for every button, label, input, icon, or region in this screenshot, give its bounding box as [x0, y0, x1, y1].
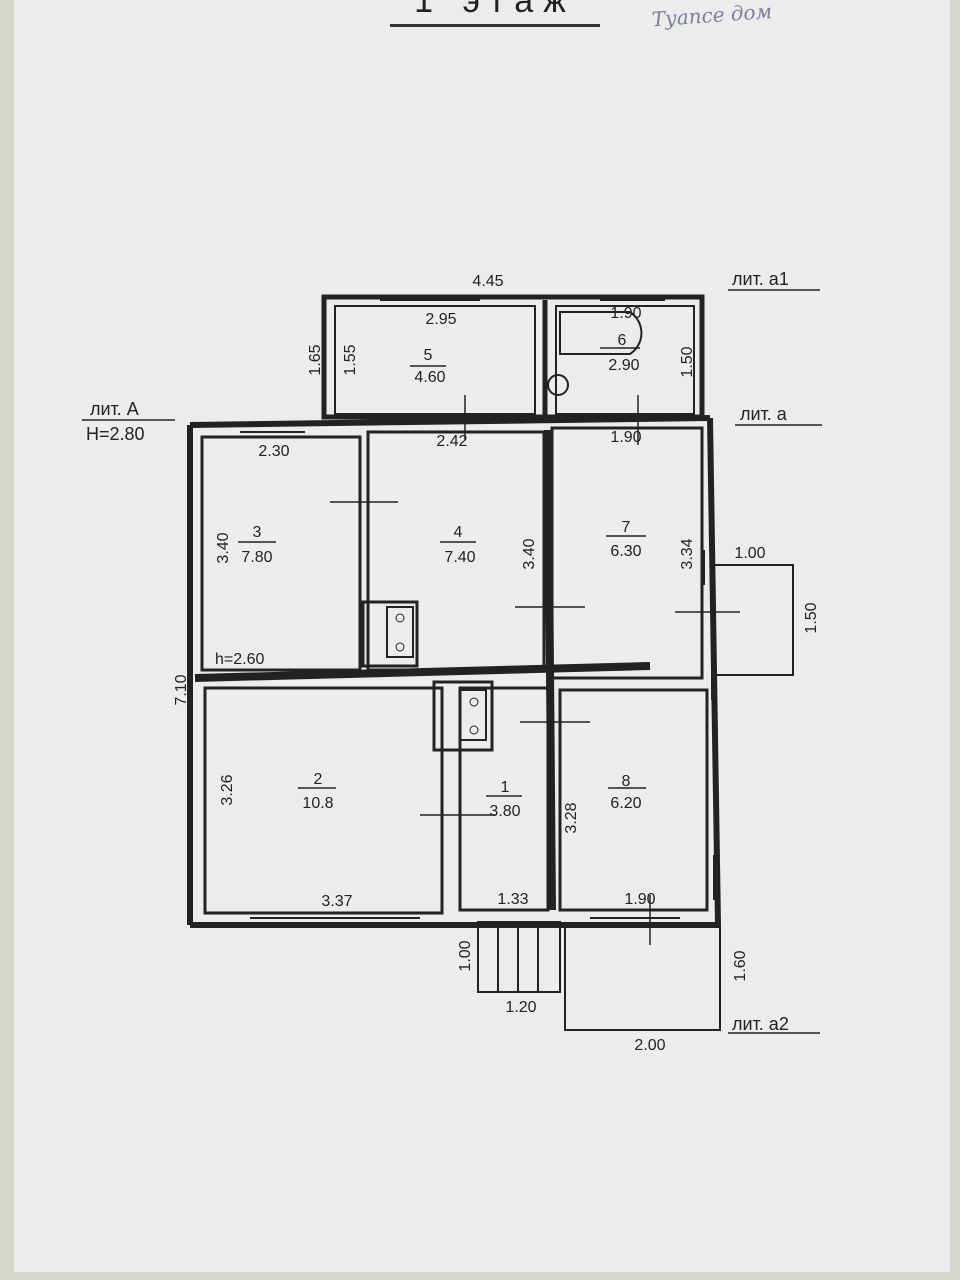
- dim-1-50-right: 1.50: [803, 602, 820, 633]
- room-4-area: 7.40: [444, 549, 475, 566]
- dim-3-40-mid: 3.40: [521, 538, 538, 569]
- room-3-number: 3: [253, 524, 262, 541]
- dim-3-34: 3.34: [679, 538, 696, 569]
- annex-a1: [321, 294, 705, 420]
- terrace-a2: [564, 925, 721, 1031]
- dim-1-65: 1.65: [307, 344, 324, 375]
- title-underline: [390, 24, 600, 27]
- room-6-area: 2.90: [608, 357, 639, 374]
- dim-2-42: 2.42: [436, 433, 467, 450]
- room-8-area: 6.20: [610, 795, 641, 812]
- room-2-area: 10.8: [302, 795, 333, 812]
- dim-1-60: 1.60: [732, 950, 749, 981]
- dim-1-00-steps: 1.00: [457, 940, 474, 971]
- stove-upper: [361, 600, 419, 668]
- label-lit-a: лит. а: [740, 404, 788, 424]
- dim-3-37: 3.37: [321, 893, 352, 910]
- room-3-area: 7.80: [241, 549, 272, 566]
- page-title: 1 этаж: [414, 0, 576, 20]
- room-6-number: 6: [618, 332, 627, 349]
- label-H: H=2.80: [86, 424, 145, 444]
- dim-2-30: 2.30: [258, 443, 289, 460]
- dim-1-00-right: 1.00: [734, 545, 765, 562]
- dim-3-40-left: 3.40: [215, 532, 232, 563]
- dim-3-28: 3.28: [563, 802, 580, 833]
- dim-1-90-bottom: 1.90: [624, 891, 655, 908]
- label-lit-a2: лит. а2: [732, 1014, 789, 1034]
- dim-1-55: 1.55: [342, 344, 359, 375]
- room-2-number: 2: [314, 771, 323, 788]
- dim-1-33: 1.33: [497, 891, 528, 908]
- room-5-number: 5: [424, 347, 433, 364]
- room-7-number: 7: [622, 519, 631, 536]
- room-1-number: 1: [501, 779, 510, 796]
- dim-7-10: 7.10: [173, 674, 190, 705]
- label-lit-A: лит. А: [90, 399, 139, 419]
- dim-1-50-a1: 1.50: [679, 346, 696, 377]
- room-8-number: 8: [622, 773, 631, 790]
- label-lit-a1: лит. а1: [732, 269, 789, 289]
- dim-1-20: 1.20: [505, 999, 536, 1016]
- stove-lower: [432, 680, 494, 752]
- dim-3-26: 3.26: [219, 774, 236, 805]
- right-porch: [712, 564, 794, 676]
- room-1-area: 3.80: [489, 803, 520, 820]
- dim-4-45: 4.45: [472, 273, 503, 290]
- dim-1-90-top: 1.90: [610, 305, 641, 322]
- dim-1-90-a: 1.90: [610, 429, 641, 446]
- dim-2-00: 2.00: [634, 1037, 665, 1054]
- label-h: h=2.60: [215, 651, 264, 668]
- dim-2-95: 2.95: [425, 311, 456, 328]
- entrance-steps: [477, 921, 561, 993]
- room-5-area: 4.60: [414, 369, 445, 386]
- room-7-area: 6.30: [610, 543, 641, 560]
- room-4-number: 4: [454, 524, 463, 541]
